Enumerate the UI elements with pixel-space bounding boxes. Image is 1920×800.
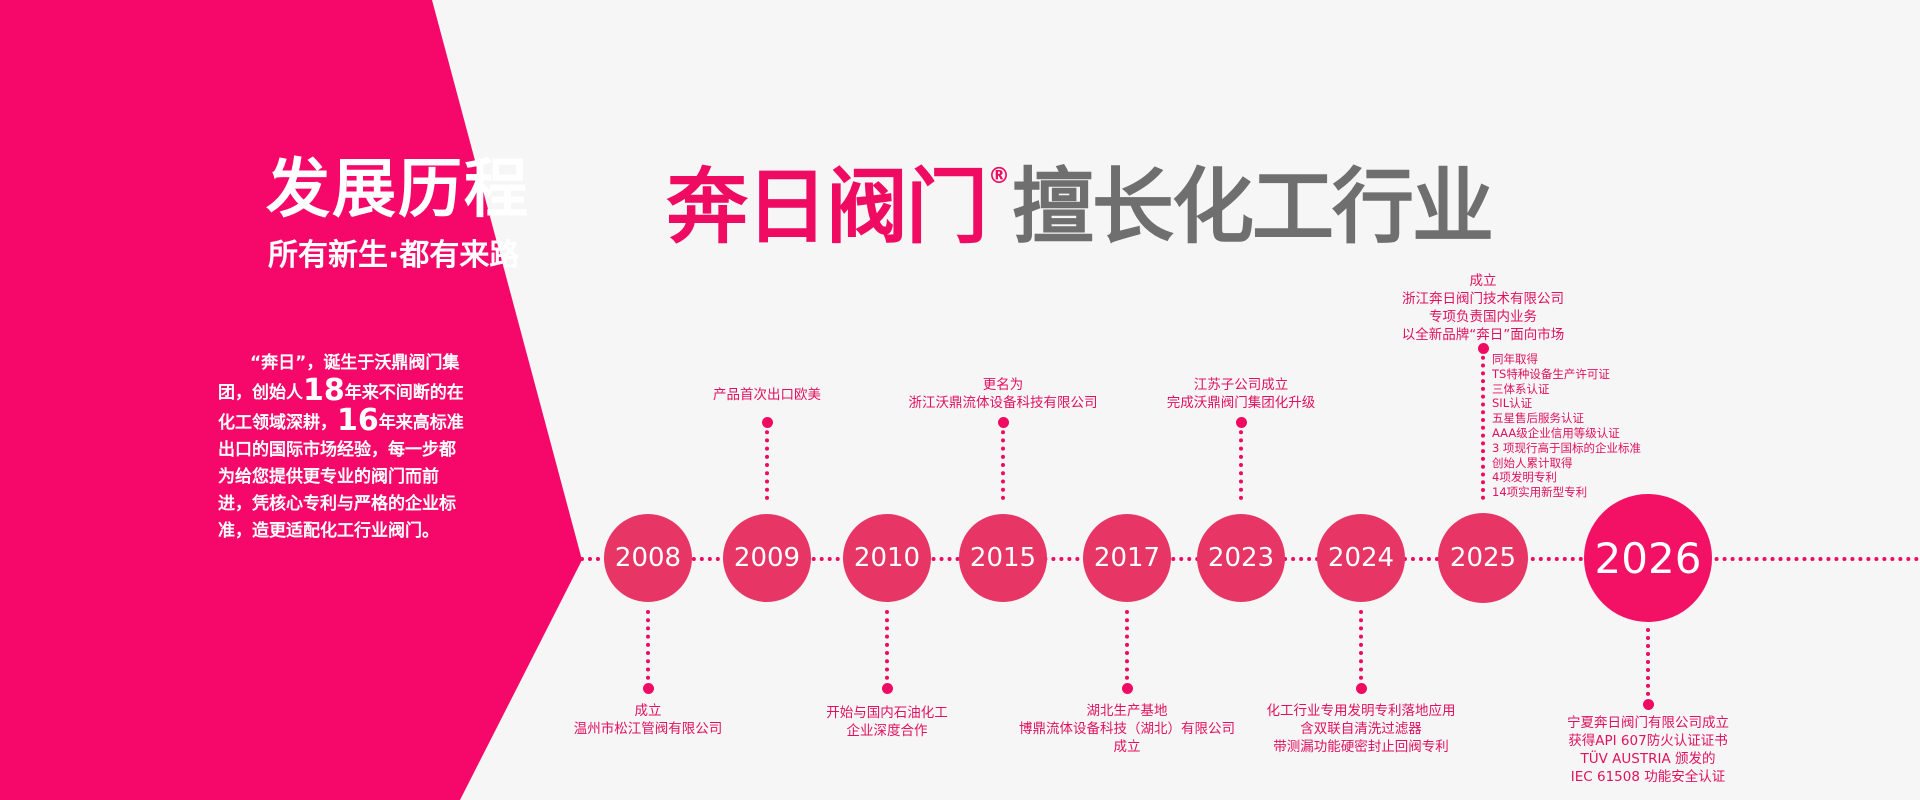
- timeline-dot-2009: [761, 416, 773, 428]
- brand-slogan: 擅长化工行业: [1012, 160, 1494, 255]
- page-subtitle: 所有新生·都有来路: [268, 238, 520, 273]
- intro-number-export-years: 16: [337, 403, 379, 438]
- timeline-connector-2010: [885, 610, 889, 688]
- timeline-caption-2015: 更名为浙江沃鼎流体设备科技有限公司: [853, 376, 1153, 412]
- caption-line: 含双联自清洗过滤器: [1300, 721, 1422, 737]
- caption-line: 湖北生产基地: [1086, 703, 1168, 719]
- caption-line: 化工行业专用发明专利落地应用: [1266, 703, 1456, 719]
- caption-line: 江苏子公司成立: [1193, 377, 1289, 393]
- caption-line: 带测漏功能硬密封止回阀专利: [1273, 739, 1449, 755]
- timeline-dot-2026: [1642, 698, 1654, 710]
- year-node-2024: 2024: [1317, 514, 1405, 602]
- certification-item: 三体系认证: [1492, 381, 1550, 396]
- intro-paragraph: “奔日”，诞生于沃鼎阀门集团，创始人18年来不间断的在化工领域深耕，16年来高标…: [218, 350, 468, 545]
- caption-line: 浙江沃鼎流体设备科技有限公司: [908, 395, 1098, 411]
- caption-line: 以全新品牌“奔日”面向市场: [1401, 327, 1565, 343]
- caption-line: 获得API 607防火认证证书: [1568, 733, 1728, 749]
- timeline-dot-2010: [881, 682, 893, 694]
- caption-line: 博鼎流体设备科技（湖北）有限公司: [1019, 721, 1235, 737]
- timeline-dot-2015: [997, 416, 1009, 428]
- intro-text-1: “奔日”，诞生于沃鼎阀门集团，创始人: [218, 353, 460, 403]
- year-node-2023: 2023: [1197, 514, 1285, 602]
- year-node-2026: 2026: [1584, 494, 1712, 622]
- brand-name: 奔日阀门: [666, 160, 988, 255]
- timeline-connector-2008: [646, 610, 650, 688]
- timeline-dot-2023: [1235, 416, 1247, 428]
- year-node-2010: 2010: [843, 514, 931, 602]
- year-node-2025: 2025: [1438, 513, 1528, 603]
- caption-line: 浙江奔日阀门技术有限公司: [1402, 291, 1564, 307]
- certification-item: TS特种设备生产许可证: [1492, 366, 1610, 381]
- caption-line: 成立: [634, 703, 662, 719]
- timeline-caption-2008: 成立温州市松江管阀有限公司: [498, 702, 798, 738]
- caption-line: 成立: [1113, 739, 1141, 755]
- year-node-2008: 2008: [604, 514, 692, 602]
- timeline-connector-2009: [765, 422, 769, 500]
- year-node-2009: 2009: [723, 514, 811, 602]
- timeline-caption-2026: 宁夏奔日阀门有限公司成立获得API 607防火认证证书 TÜV AUSTRIA 颁…: [1498, 714, 1798, 786]
- timeline-connector-2026: [1646, 628, 1650, 704]
- timeline-caption-2017: 湖北生产基地博鼎流体设备科技（湖北）有限公司成立: [977, 702, 1277, 756]
- caption-line: 产品首次出口欧美: [713, 387, 821, 403]
- caption-line: 温州市松江管阀有限公司: [573, 721, 723, 737]
- year-node-2015: 2015: [959, 514, 1047, 602]
- intro-number-years: 18: [303, 373, 345, 408]
- brand-headline: 奔日阀门®擅长化工行业: [666, 140, 1494, 259]
- timeline-caption-2025: 成立浙江奔日阀门技术有限公司专项负责国内业务以全新品牌“奔日”面向市场: [1333, 272, 1633, 344]
- registered-mark: ®: [988, 164, 1010, 189]
- caption-line: 开始与国内石油化工: [826, 705, 948, 721]
- caption-line: 企业深度合作: [846, 723, 928, 739]
- caption-line: 成立: [1469, 273, 1497, 289]
- certification-item: SIL认证: [1492, 396, 1533, 411]
- caption-line: IEC 61508 功能安全认证: [1570, 769, 1726, 785]
- timeline-dot-2024: [1355, 682, 1367, 694]
- page-title: 发展历程: [266, 153, 530, 227]
- timeline-caption-2010: 开始与国内石油化工企业深度合作: [737, 704, 1037, 740]
- caption-line: TÜV AUSTRIA 颁发的: [1580, 751, 1716, 767]
- certification-item: 五星售后服务认证: [1492, 411, 1584, 426]
- year-node-2017: 2017: [1083, 514, 1171, 602]
- timeline-caption-2009: 产品首次出口欧美: [617, 386, 917, 404]
- caption-line: 宁夏奔日阀门有限公司成立: [1567, 715, 1729, 731]
- certification-item: 创始人累计取得: [1492, 455, 1573, 470]
- certification-item: AAA级企业信用等级认证: [1492, 425, 1620, 440]
- timeline-connector-2024: [1359, 610, 1363, 688]
- intro-text-3: 年来高标准出口的国际市场经验，每一步都为给您提供更专业的阀门而前进，凭核心专利与…: [218, 413, 464, 541]
- timeline-dot-2017: [1121, 682, 1133, 694]
- timeline-connector-2025: [1481, 348, 1485, 500]
- timeline-dot-2025: [1477, 342, 1489, 354]
- certification-item: 同年取得: [1492, 352, 1538, 366]
- timeline-connector-2017: [1125, 610, 1129, 688]
- caption-line: 完成沃鼎阀门集团化升级: [1166, 395, 1316, 411]
- timeline-connector-2023: [1239, 422, 1243, 500]
- timeline-caption-2023: 江苏子公司成立完成沃鼎阀门集团化升级: [1091, 376, 1391, 412]
- timeline-caption-2024: 化工行业专用发明专利落地应用含双联自清洗过滤器带测漏功能硬密封止回阀专利: [1211, 702, 1511, 756]
- certification-item: 4项发明专利: [1492, 470, 1557, 485]
- caption-line: 更名为: [982, 377, 1024, 393]
- certification-item: 3 项现行高于国标的企业标准: [1492, 440, 1641, 455]
- intro-text-2: 年来不间断的在化工领域深耕，: [218, 383, 464, 433]
- timeline-connector-2015: [1001, 422, 1005, 500]
- certification-item: 14项实用新型专利: [1492, 485, 1588, 500]
- timeline-dot-2008: [642, 682, 654, 694]
- caption-line: 专项负责国内业务: [1429, 309, 1537, 325]
